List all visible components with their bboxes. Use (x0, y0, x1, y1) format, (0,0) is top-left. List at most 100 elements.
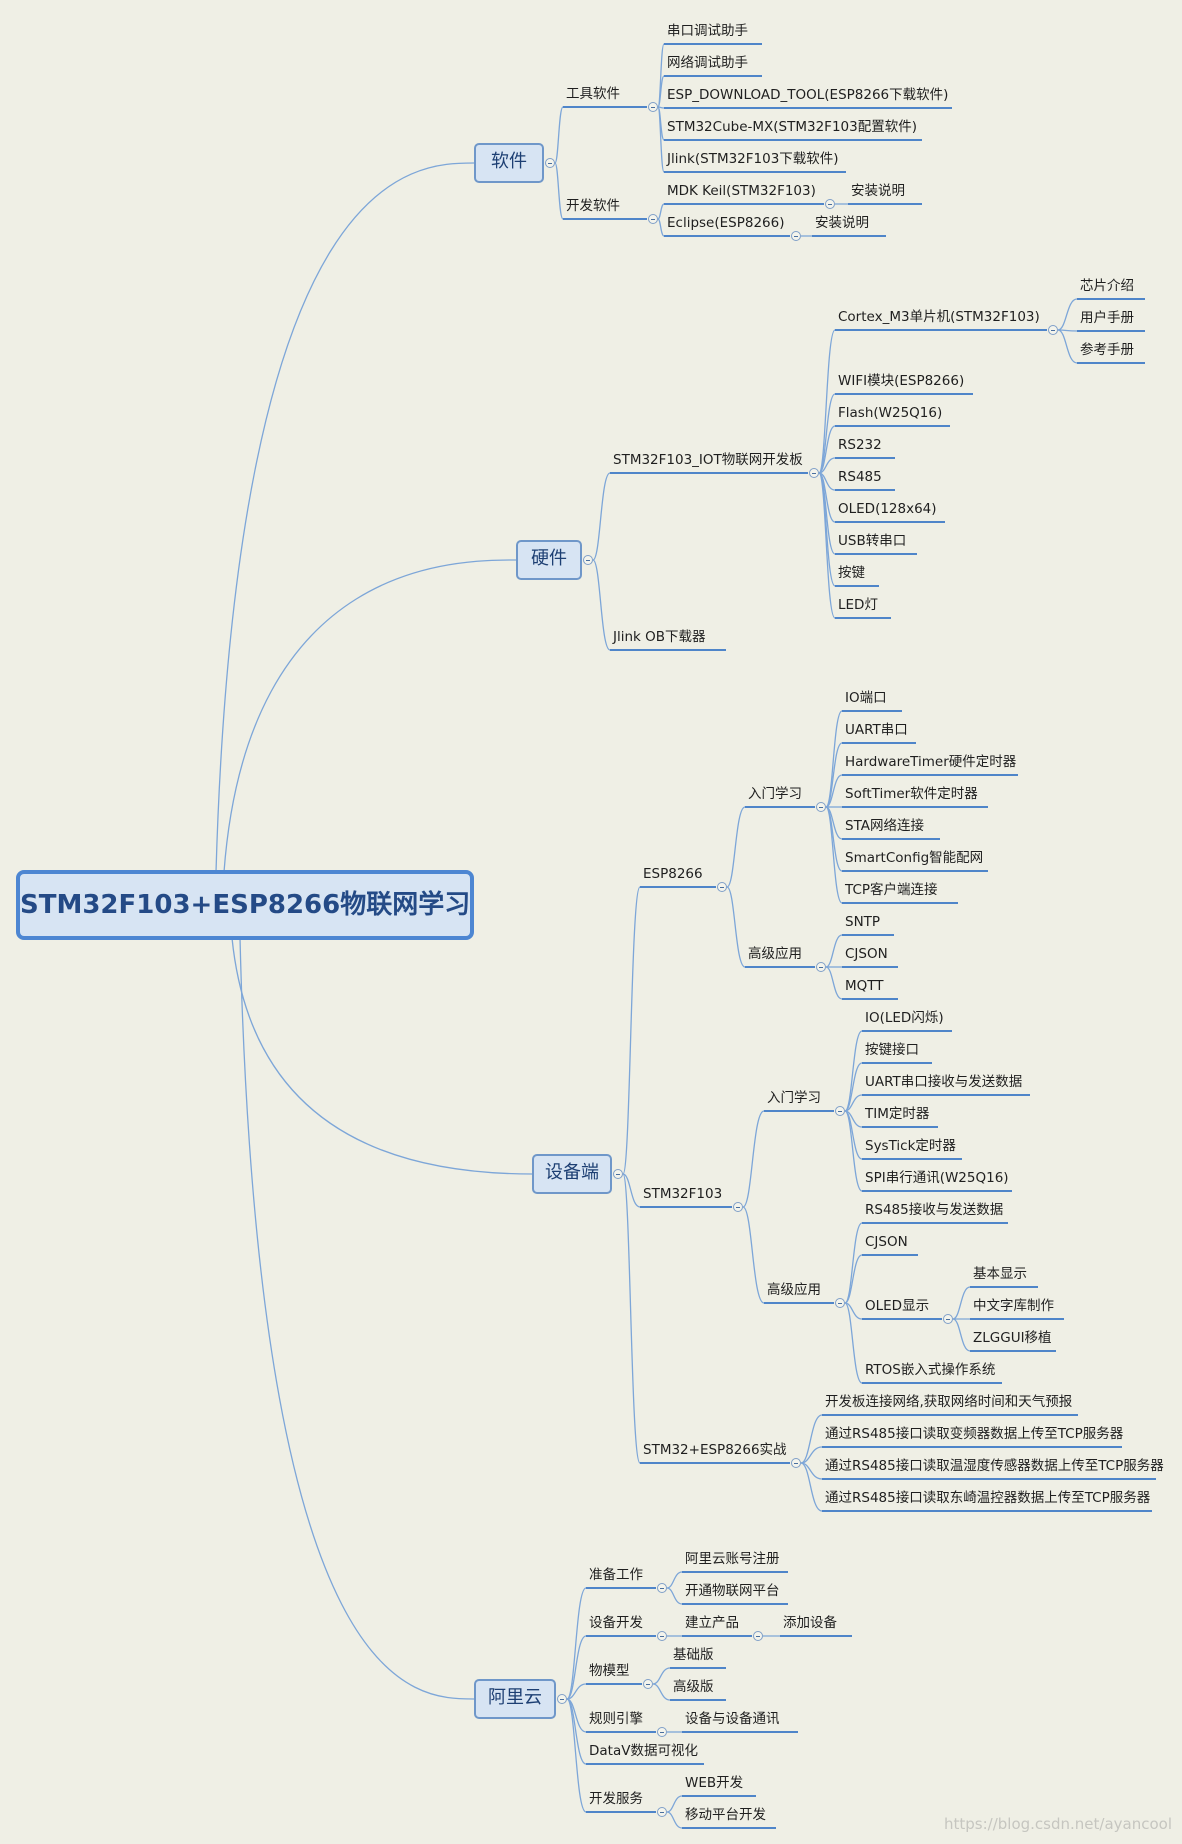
node-rs485[interactable]: RS485 (835, 468, 895, 491)
collapse-toggle[interactable] (557, 1694, 567, 1704)
node-open-iot-platform[interactable]: 开通物联网平台 (682, 1582, 788, 1605)
collapse-toggle[interactable] (657, 1631, 667, 1641)
collapse-toggle[interactable] (1048, 325, 1058, 335)
node-esp-cjson[interactable]: CJSON (842, 945, 898, 968)
node-esp-advanced-app[interactable]: 高级应用 (745, 945, 815, 968)
collapse-toggle[interactable] (835, 1106, 845, 1116)
node-led[interactable]: LED灯 (835, 596, 891, 619)
branch-software[interactable]: 软件 (474, 143, 544, 183)
node-mdk-keil[interactable]: MDK Keil(STM32F103) (664, 182, 824, 205)
node-practice-inverter[interactable]: 通过RS485接口读取变频器数据上传至TCP服务器 (822, 1425, 1123, 1448)
node-thing-model[interactable]: 物模型 (586, 1662, 642, 1685)
collapse-toggle[interactable] (657, 1807, 667, 1817)
node-tool-software[interactable]: 工具软件 (563, 85, 647, 108)
node-add-device[interactable]: 添加设备 (780, 1614, 852, 1637)
node-esp-sta-connect[interactable]: STA网络连接 (842, 817, 940, 840)
node-mobile-development[interactable]: 移动平台开发 (682, 1806, 776, 1829)
node-create-product[interactable]: 建立产品 (682, 1614, 752, 1637)
collapse-toggle[interactable] (583, 555, 593, 565)
node-esp-io-port[interactable]: IO端口 (842, 689, 902, 712)
branch-device[interactable]: 设备端 (532, 1154, 612, 1194)
collapse-toggle[interactable] (643, 1679, 653, 1689)
collapse-toggle[interactable] (717, 882, 727, 892)
collapse-toggle[interactable] (816, 962, 826, 972)
node-stm-systick[interactable]: SysTick定时器 (862, 1137, 962, 1160)
node-stm-io-led[interactable]: IO(LED闪烁) (862, 1009, 952, 1032)
collapse-toggle[interactable] (825, 199, 835, 209)
node-button[interactable]: 按键 (835, 564, 879, 587)
collapse-toggle[interactable] (657, 1583, 667, 1593)
node-esp-sntp[interactable]: SNTP (842, 913, 894, 936)
node-esp8266[interactable]: ESP8266 (640, 865, 716, 888)
node-oled-chinese-font[interactable]: 中文字库制作 (970, 1297, 1064, 1320)
node-thing-model-basic[interactable]: 基础版 (670, 1646, 726, 1669)
node-stm-cjson[interactable]: CJSON (862, 1233, 918, 1256)
node-user-manual[interactable]: 用户手册 (1077, 309, 1145, 332)
node-stm-rtos[interactable]: RTOS嵌入式操作系统 (862, 1361, 1002, 1384)
node-stm32cube-mx[interactable]: STM32Cube-MX(STM32F103配置软件) (664, 118, 922, 141)
node-iot-dev-board[interactable]: STM32F103_IOT物联网开发板 (610, 451, 808, 474)
node-reference-manual[interactable]: 参考手册 (1077, 341, 1145, 364)
node-stm-tim[interactable]: TIM定时器 (862, 1105, 938, 1128)
node-chip-intro[interactable]: 芯片介绍 (1077, 277, 1145, 300)
collapse-toggle[interactable] (753, 1631, 763, 1641)
node-rs232[interactable]: RS232 (835, 436, 895, 459)
node-practice-temp-humidity[interactable]: 通过RS485接口读取温湿度传感器数据上传至TCP服务器 (822, 1457, 1164, 1480)
node-esp-tcp-client[interactable]: TCP客户端连接 (842, 881, 958, 904)
node-oled[interactable]: OLED(128x64) (835, 500, 945, 523)
node-cortex-m3-mcu[interactable]: Cortex_M3单片机(STM32F103) (835, 308, 1047, 331)
node-esp-basic-learning[interactable]: 入门学习 (745, 785, 815, 808)
collapse-toggle[interactable] (835, 1298, 845, 1308)
node-esp-smartconfig[interactable]: SmartConfig智能配网 (842, 849, 988, 872)
node-esp-software-timer[interactable]: SoftTimer软件定时器 (842, 785, 988, 808)
node-device-development[interactable]: 设备开发 (586, 1614, 656, 1637)
collapse-toggle[interactable] (943, 1314, 953, 1324)
node-jlink-download-software[interactable]: Jlink(STM32F103下载软件) (664, 150, 846, 173)
node-dev-services[interactable]: 开发服务 (586, 1790, 656, 1813)
node-esp-mqtt[interactable]: MQTT (842, 977, 898, 1000)
branch-aliyun[interactable]: 阿里云 (474, 1679, 556, 1719)
node-network-debug-assistant[interactable]: 网络调试助手 (664, 54, 762, 77)
collapse-toggle[interactable] (613, 1169, 623, 1179)
node-stm-rs485[interactable]: RS485接收与发送数据 (862, 1201, 1008, 1224)
node-oled-basic-display[interactable]: 基本显示 (970, 1265, 1038, 1288)
node-jlink-ob[interactable]: Jlink OB下载器 (610, 628, 726, 651)
node-stm-basic-learning[interactable]: 入门学习 (764, 1089, 834, 1112)
node-usb-to-serial[interactable]: USB转串口 (835, 532, 917, 555)
node-serial-debug-assistant[interactable]: 串口调试助手 (664, 22, 762, 45)
node-stm-advanced-app[interactable]: 高级应用 (764, 1281, 834, 1304)
collapse-toggle[interactable] (657, 1727, 667, 1737)
node-stm32f103[interactable]: STM32F103 (640, 1185, 732, 1208)
node-rule-engine[interactable]: 规则引擎 (586, 1710, 656, 1733)
node-device-to-device[interactable]: 设备与设备通讯 (682, 1710, 798, 1733)
node-stm32-esp8266-practice[interactable]: STM32+ESP8266实战 (640, 1441, 790, 1464)
node-stm-uart[interactable]: UART串口接收与发送数据 (862, 1073, 1030, 1096)
node-esp-uart[interactable]: UART串口 (842, 721, 916, 744)
node-datav-visualization[interactable]: DataV数据可视化 (586, 1742, 704, 1765)
node-practice-network-time-weather[interactable]: 开发板连接网络,获取网络时间和天气预报 (822, 1393, 1078, 1416)
node-dev-software[interactable]: 开发软件 (563, 197, 647, 220)
node-wifi-module[interactable]: WIFI模块(ESP8266) (835, 372, 973, 395)
collapse-toggle[interactable] (809, 468, 819, 478)
collapse-toggle[interactable] (816, 802, 826, 812)
node-esp-hardware-timer[interactable]: HardwareTimer硬件定时器 (842, 753, 1018, 776)
node-aliyun-account-register[interactable]: 阿里云账号注册 (682, 1550, 788, 1573)
collapse-toggle[interactable] (791, 231, 801, 241)
node-esp-download-tool[interactable]: ESP_DOWNLOAD_TOOL(ESP8266下载软件) (664, 86, 952, 109)
collapse-toggle[interactable] (648, 214, 658, 224)
branch-hardware[interactable]: 硬件 (516, 540, 582, 580)
node-thing-model-advanced[interactable]: 高级版 (670, 1678, 726, 1701)
node-stm-spi[interactable]: SPI串行通讯(W25Q16) (862, 1169, 1012, 1192)
collapse-toggle[interactable] (733, 1202, 743, 1212)
node-web-development[interactable]: WEB开发 (682, 1774, 756, 1797)
node-flash[interactable]: Flash(W25Q16) (835, 404, 950, 427)
node-practice-temp-controller[interactable]: 通过RS485接口读取东崎温控器数据上传至TCP服务器 (822, 1489, 1152, 1512)
root-topic[interactable]: STM32F103+ESP8266物联网学习 (16, 870, 474, 940)
node-stm-button[interactable]: 按键接口 (862, 1041, 932, 1064)
collapse-toggle[interactable] (648, 102, 658, 112)
node-eclipse-install-guide[interactable]: 安装说明 (812, 214, 886, 237)
node-preparation[interactable]: 准备工作 (586, 1566, 656, 1589)
node-eclipse[interactable]: Eclipse(ESP8266) (664, 214, 790, 237)
node-stm-oled-display[interactable]: OLED显示 (862, 1297, 942, 1320)
collapse-toggle[interactable] (791, 1458, 801, 1468)
